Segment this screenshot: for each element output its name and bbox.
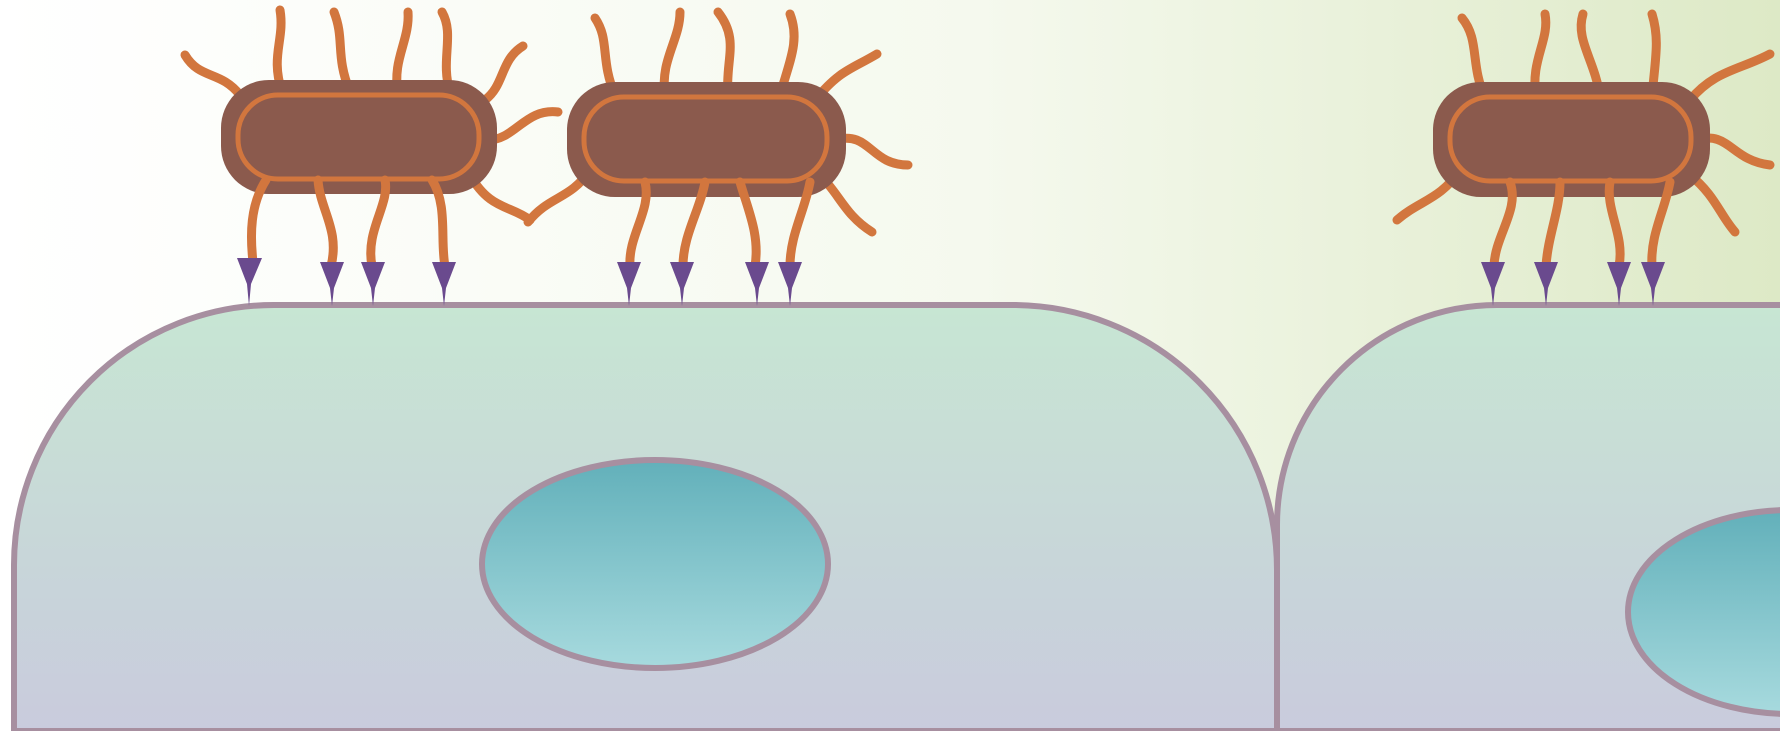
host-cell-1 [14, 305, 1277, 731]
host-cell-2 [1277, 305, 1780, 731]
nucleus [482, 460, 828, 668]
